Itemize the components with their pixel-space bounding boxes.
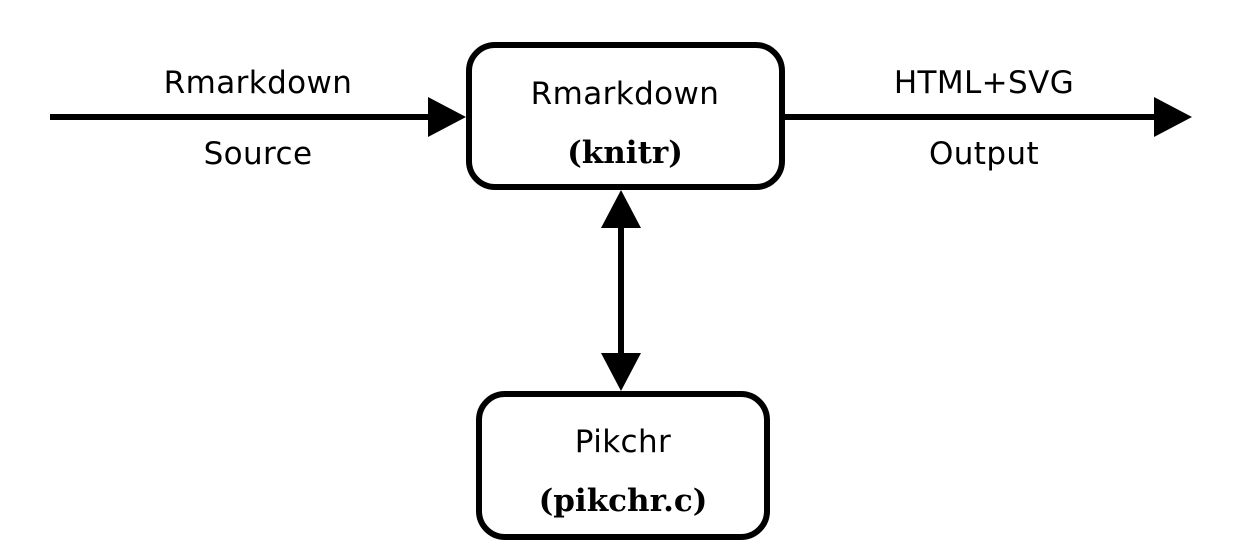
knitr-pikchr-edge-arrowhead-up-icon [601, 190, 641, 228]
node-pikchr-line1: Pikchr [575, 424, 671, 460]
node-rmarkdown-knitr-line1: Rmarkdown [531, 76, 720, 112]
node-pikchr-line2: (pikchr.c) [539, 483, 708, 519]
output-edge: HTML+SVG Output [785, 65, 1192, 172]
node-rmarkdown-knitr-shape[interactable] [466, 42, 785, 190]
knitr-pikchr-edge [601, 190, 641, 391]
output-edge-label-below: Output [929, 136, 1039, 172]
output-edge-label-above: HTML+SVG [894, 65, 1074, 101]
input-edge-label-below: Source [204, 136, 313, 172]
output-edge-arrowhead-icon [1154, 97, 1192, 137]
input-edge-arrowhead-icon [428, 97, 466, 137]
knitr-pikchr-edge-arrowhead-down-icon [601, 353, 641, 391]
node-pikchr-shape[interactable] [476, 391, 770, 540]
input-edge-label-above: Rmarkdown [164, 65, 353, 101]
input-edge: Rmarkdown Source [50, 65, 466, 172]
node-rmarkdown-knitr[interactable]: Rmarkdown (knitr) [466, 42, 785, 190]
node-pikchr[interactable]: Pikchr (pikchr.c) [476, 391, 770, 540]
node-rmarkdown-knitr-line2: (knitr) [567, 135, 683, 171]
